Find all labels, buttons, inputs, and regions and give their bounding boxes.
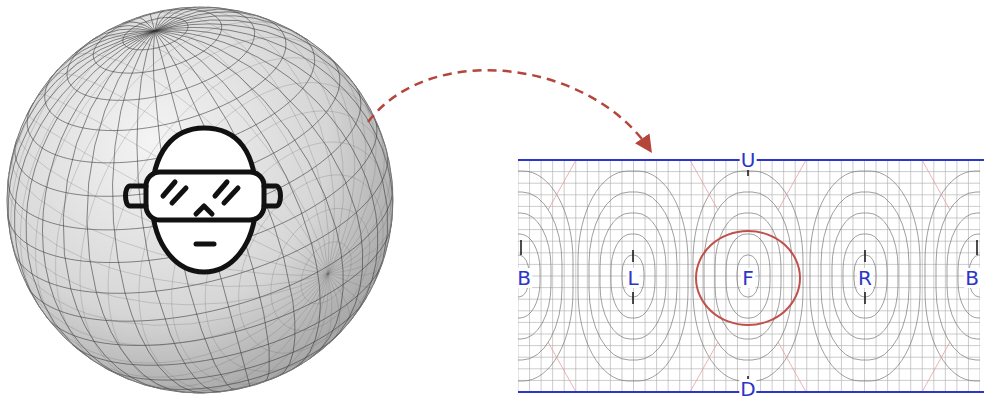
face-label: F bbox=[741, 268, 755, 288]
face-curve bbox=[936, 192, 980, 360]
diagonal-line bbox=[690, 160, 718, 210]
projection-arrow bbox=[368, 70, 650, 150]
face-curve bbox=[821, 192, 909, 360]
face-curve bbox=[737, 255, 759, 297]
grid-line bbox=[518, 183, 980, 184]
sphere-graticule bbox=[7, 7, 393, 392]
face-curve bbox=[843, 234, 887, 318]
grid-line bbox=[518, 299, 980, 300]
sphere-graticule bbox=[7, 7, 392, 393]
face-tick bbox=[632, 292, 634, 304]
grid-line bbox=[518, 218, 980, 219]
grid-line bbox=[518, 368, 980, 369]
face-label: U bbox=[740, 150, 757, 170]
face-curve bbox=[589, 192, 677, 360]
face-curve bbox=[518, 171, 573, 381]
face-curve bbox=[925, 171, 980, 381]
grid-line bbox=[518, 322, 980, 323]
grid-line bbox=[518, 194, 980, 195]
equirect-grid bbox=[518, 160, 980, 392]
grid-line bbox=[518, 345, 980, 346]
face-tick bbox=[864, 250, 866, 262]
face-tick bbox=[864, 292, 866, 304]
face-curve bbox=[810, 171, 920, 381]
face-tick bbox=[632, 250, 634, 262]
face-label: L bbox=[626, 268, 639, 288]
diagonal-line bbox=[778, 342, 806, 392]
sphere-grid bbox=[7, 7, 393, 393]
diagonal-line bbox=[548, 160, 576, 210]
diagonal-line bbox=[922, 160, 950, 210]
vr-head-icon bbox=[126, 128, 281, 272]
grid-line bbox=[518, 206, 980, 207]
face-curve bbox=[958, 234, 980, 318]
face-curve bbox=[600, 213, 666, 339]
face-curve bbox=[726, 234, 770, 318]
face-curve bbox=[518, 234, 540, 318]
face-curve bbox=[578, 171, 688, 381]
face-label: B bbox=[964, 268, 980, 288]
diagonal-line bbox=[548, 342, 576, 392]
grid-line bbox=[518, 252, 980, 253]
face-label: D bbox=[739, 379, 756, 399]
face-tick bbox=[520, 240, 522, 255]
face-label: R bbox=[857, 268, 873, 288]
face-tick bbox=[976, 240, 978, 255]
sphere-outline bbox=[7, 7, 393, 393]
face-curve bbox=[693, 171, 803, 381]
grid-line bbox=[518, 310, 980, 311]
face-curve bbox=[832, 213, 898, 339]
grid-line bbox=[518, 357, 980, 358]
highlight-circle: F bbox=[695, 230, 801, 326]
face-curve bbox=[704, 192, 792, 360]
face-curve bbox=[611, 234, 655, 318]
face-curve bbox=[947, 213, 980, 339]
face-label: B bbox=[516, 268, 532, 288]
diagonal-line bbox=[778, 160, 806, 210]
diagonal-line bbox=[690, 342, 718, 392]
grid-line bbox=[518, 264, 980, 265]
grid-line bbox=[518, 241, 980, 242]
diagonal-line bbox=[922, 342, 950, 392]
sphere bbox=[7, 7, 393, 393]
grid-line bbox=[518, 334, 980, 335]
face-curve bbox=[518, 192, 562, 360]
face-curve bbox=[518, 213, 551, 339]
